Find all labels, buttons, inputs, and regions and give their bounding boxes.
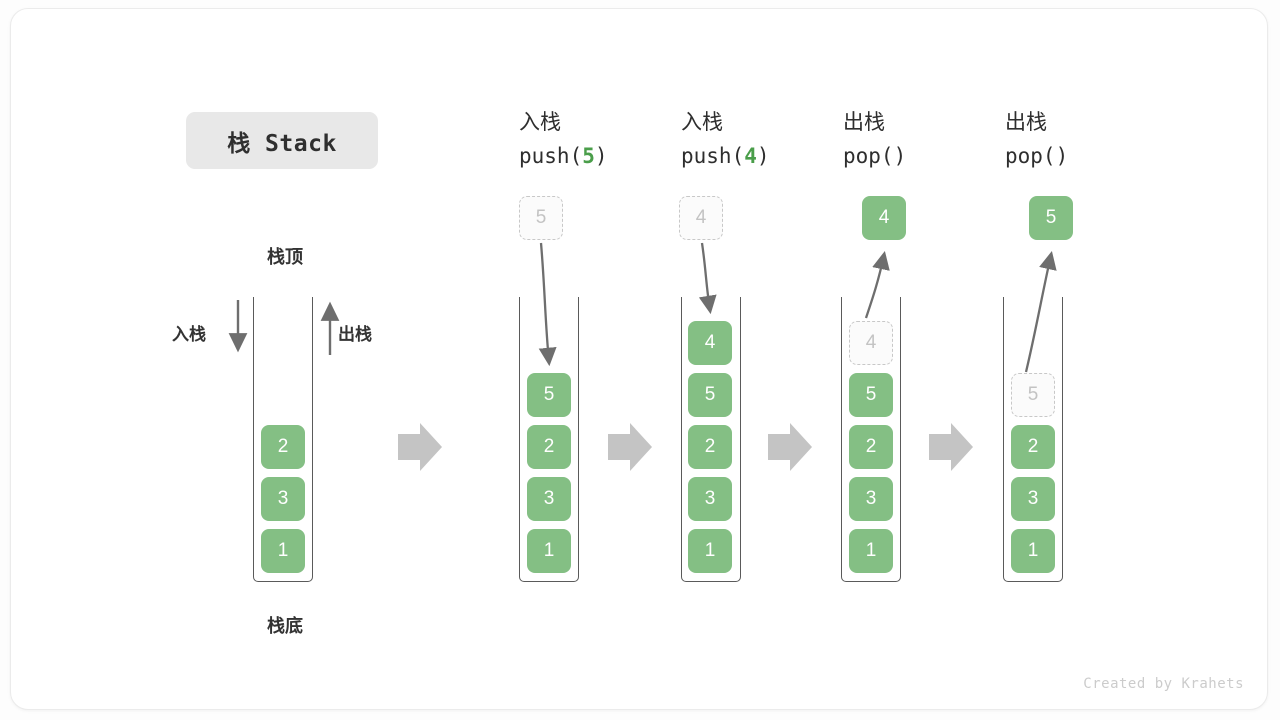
stack-cell: 3 <box>527 477 571 521</box>
stack-container-push5 <box>519 297 579 582</box>
column-header-code: pop() <box>1005 143 1069 168</box>
column-header-pop2: 出栈 pop() <box>1005 107 1175 172</box>
column-header-push5: 入栈 push(5) <box>519 107 689 172</box>
stack-cell: 1 <box>1011 529 1055 573</box>
floating-cell-ghost: 5 <box>519 196 563 240</box>
push-label: 入栈 <box>172 325 206 344</box>
pop-label: 出栈 <box>338 325 372 344</box>
stack-cell: 3 <box>688 477 732 521</box>
stack-cell-ghost: 5 <box>1011 373 1055 417</box>
floating-cell-ghost: 4 <box>679 196 723 240</box>
stack-cell: 5 <box>849 373 893 417</box>
column-header-code: push(4) <box>681 143 770 168</box>
column-header-zh: 入栈 <box>681 111 723 134</box>
stack-cell: 1 <box>688 529 732 573</box>
floating-cell-popped: 4 <box>862 196 906 240</box>
stack-top-label: 栈顶 <box>267 247 303 267</box>
stack-cell: 2 <box>849 425 893 469</box>
column-header-zh: 入栈 <box>519 111 561 134</box>
stack-bottom-label: 栈底 <box>267 616 303 636</box>
stack-cell: 1 <box>849 529 893 573</box>
column-header-zh: 出栈 <box>1005 111 1047 134</box>
stack-container-pop2 <box>1003 297 1063 582</box>
stack-cell: 4 <box>688 321 732 365</box>
stack-cell: 1 <box>527 529 571 573</box>
stack-cell: 1 <box>261 529 305 573</box>
stack-cell: 5 <box>527 373 571 417</box>
stack-cell: 2 <box>688 425 732 469</box>
stack-container-pop1 <box>841 297 901 582</box>
title-badge: 栈 Stack <box>186 112 378 169</box>
stack-cell-ghost: 4 <box>849 321 893 365</box>
column-header-zh: 出栈 <box>843 111 885 134</box>
stack-cell: 2 <box>261 425 305 469</box>
stack-container-push4 <box>681 297 741 582</box>
stack-cell: 5 <box>688 373 732 417</box>
stack-cell: 2 <box>1011 425 1055 469</box>
stack-cell: 2 <box>527 425 571 469</box>
stack-cell: 3 <box>1011 477 1055 521</box>
column-header-code: push(5) <box>519 143 608 168</box>
column-header-code: pop() <box>843 143 907 168</box>
stack-container-initial <box>253 297 313 582</box>
column-header-push4: 入栈 push(4) <box>681 107 851 172</box>
credit-text: Created by Krahets <box>1083 676 1244 692</box>
column-header-pop1: 出栈 pop() <box>843 107 1013 172</box>
stack-cell: 3 <box>849 477 893 521</box>
floating-cell-popped: 5 <box>1029 196 1073 240</box>
stack-cell: 3 <box>261 477 305 521</box>
